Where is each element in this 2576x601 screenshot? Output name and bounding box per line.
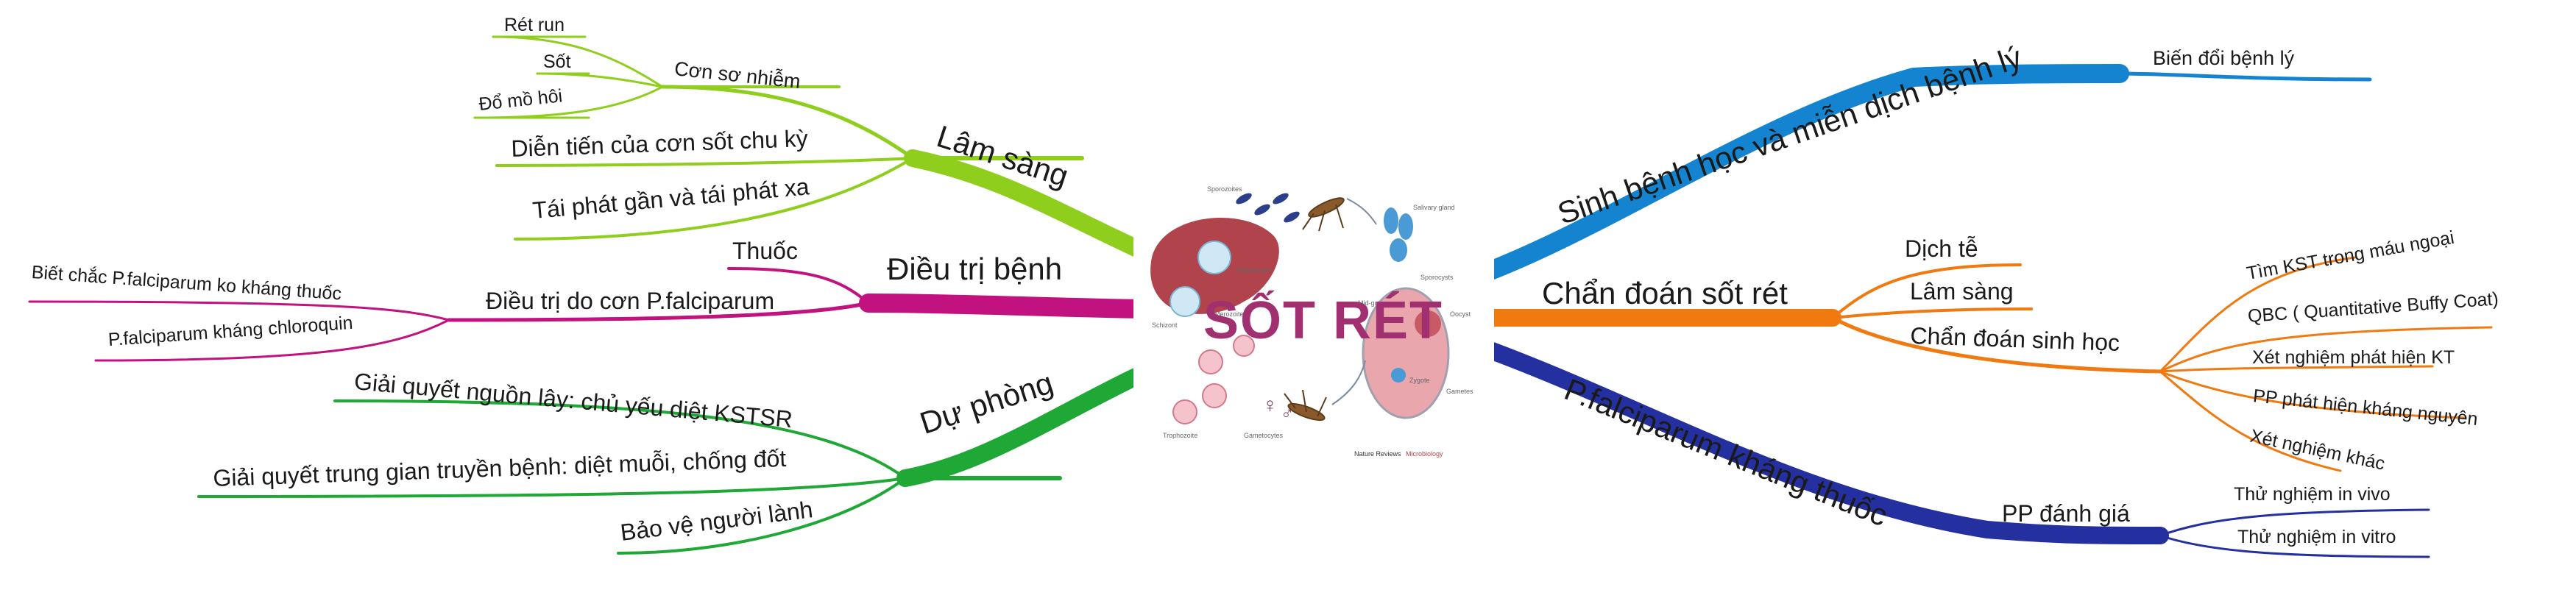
branch-sinh-hoc bbox=[1830, 316, 2162, 374]
branch-bien-doi bbox=[2117, 71, 2372, 82]
label-gametocytes: Gametocytes bbox=[1244, 432, 1284, 439]
female-symbol: ♀ bbox=[1262, 394, 1278, 416]
branch-lam-sang-main bbox=[904, 149, 1157, 263]
label-zygote: Zygote bbox=[1409, 377, 1430, 384]
branch-xn-khac bbox=[2159, 370, 2342, 472]
cycle-arrow-bottom bbox=[1331, 360, 1366, 405]
hepatocyte-cell bbox=[1197, 241, 1231, 274]
branch-tim-kst bbox=[2159, 256, 2357, 373]
label-midgut: Mid-gut bbox=[1358, 299, 1381, 307]
topic-lam-sang-r[interactable]: Lâm sàng bbox=[1910, 278, 2014, 305]
topic-sot[interactable]: Sốt bbox=[543, 51, 571, 72]
caption-micro: Microbiology bbox=[1406, 450, 1443, 458]
branch-in-vivo bbox=[2159, 508, 2430, 537]
branch-ret-run bbox=[492, 35, 664, 88]
topic-in-vivo[interactable]: Thử nghiệm in vivo bbox=[2234, 484, 2391, 505]
label-trophozoite: Trophozoite bbox=[1163, 432, 1197, 439]
topic-dieu-tri[interactable]: Điều trị bệnh bbox=[887, 252, 1063, 286]
topic-dich-te[interactable]: Dịch tễ bbox=[1905, 235, 1978, 262]
label-merozoite: Merozoite bbox=[1214, 310, 1244, 318]
sporozoites-group bbox=[1236, 193, 1300, 223]
center-topic-title[interactable]: SỐT RÉT bbox=[1203, 291, 1444, 350]
topic-ret-run[interactable]: Rét run bbox=[504, 15, 565, 35]
label-sporocysts: Sporocysts bbox=[1420, 274, 1454, 281]
label-salivary: Salivary gland bbox=[1413, 204, 1455, 211]
label-sporozoites: Sporozoites bbox=[1207, 185, 1242, 193]
branch-in-vitro bbox=[2159, 534, 2430, 558]
topic-chan-doan[interactable]: Chẩn đoán sốt rét bbox=[1542, 276, 1788, 310]
branch-pp-khang-nguyen bbox=[2159, 370, 2467, 419]
topic-in-vitro[interactable]: Thử nghiệm in vitro bbox=[2237, 527, 2396, 547]
topic-xn-kt[interactable]: Xét nghiệm phát hiện KT bbox=[2252, 347, 2455, 368]
branch-giai-quyet-nguon bbox=[333, 399, 907, 480]
branch-xn-kt bbox=[2159, 365, 2434, 373]
branch-khang-chloroquin bbox=[94, 319, 450, 362]
branch-bao-ve bbox=[617, 477, 907, 555]
branch-khang-thuoc-main bbox=[1479, 341, 2169, 544]
branch-giai-quyet-trung-gian bbox=[197, 477, 907, 498]
branch-sinh-benh-main bbox=[1477, 64, 2129, 282]
cycle-arrow-top bbox=[1346, 198, 1377, 225]
branch-tai-phat bbox=[514, 157, 914, 241]
label-gametes: Gametes bbox=[1446, 388, 1473, 395]
label-oocyst: Oocyst bbox=[1450, 310, 1471, 318]
branch-dien-tien bbox=[495, 157, 914, 167]
male-symbol: ♂ bbox=[1281, 404, 1294, 424]
mosquito-icon bbox=[1302, 197, 1345, 232]
branch-dich-te bbox=[1831, 263, 2022, 319]
branch-biet-chac bbox=[28, 300, 450, 321]
topic-bien-doi[interactable]: Biến đổi bệnh lý bbox=[2153, 47, 2295, 69]
zygote-cell bbox=[1391, 368, 1406, 383]
branch-du-phong-main bbox=[896, 363, 1156, 487]
topic-thuoc[interactable]: Thuốc bbox=[732, 238, 798, 264]
mosquito-bottom-icon bbox=[1284, 389, 1327, 422]
schizont-cell bbox=[1170, 286, 1200, 317]
topic-dieu-tri-con[interactable]: Điều trị do cơn P.falciparum bbox=[486, 288, 775, 314]
label-schizont: Schizont bbox=[1152, 321, 1178, 329]
topic-pp-danh-gia[interactable]: PP đánh giá bbox=[2002, 500, 2130, 527]
branch-lam-sang-r bbox=[1831, 307, 2033, 319]
malaria-life-cycle-image: ♀ ♂ Sporozoites Hepatocyte Salivary glan… bbox=[1133, 169, 1494, 463]
branch-thuoc bbox=[727, 267, 870, 305]
oocyst-cell bbox=[1415, 310, 1441, 337]
branch-qbc bbox=[2159, 326, 2493, 373]
label-hepatocyte: Hepatocyte bbox=[1236, 266, 1270, 274]
caption-nature: Nature Reviews bbox=[1354, 450, 1401, 458]
branch-dieu-tri-con bbox=[447, 301, 871, 322]
salivary-gland bbox=[1384, 207, 1413, 262]
red-blood-cells bbox=[1172, 335, 1255, 424]
